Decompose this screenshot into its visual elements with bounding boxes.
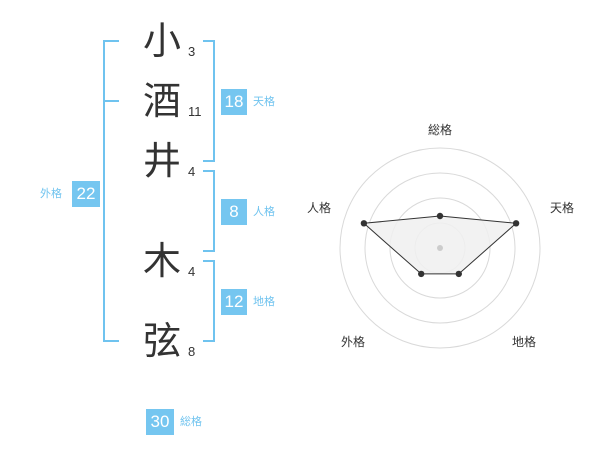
stroke-count-2: 11 [188,104,202,119]
chikaku-label: 地格 [253,295,275,308]
radar-polygon [362,215,518,275]
radar-point [360,220,368,227]
radar-points [360,212,520,278]
name-char-2: 酒 [142,79,181,123]
name-char-5: 弦 [142,319,181,363]
soukaku-label: 総格 [180,415,202,428]
jinkaku-bracket [203,170,215,252]
tenkaku-bracket [203,40,215,162]
radar-point [436,212,444,220]
name-char-4: 木 [142,239,181,283]
gaikaku-bracket [103,40,119,342]
stroke-count-1: 3 [188,44,196,59]
gaikaku-label: 外格 [40,187,62,200]
radar-center-dot [437,245,443,251]
stroke-count-5: 8 [188,344,196,359]
tenkaku-label: 天格 [253,95,275,108]
name-char-1: 小 [142,19,181,63]
tenkaku-value: 18 [221,89,247,115]
gaikaku-value: 22 [72,181,100,207]
radar-axis-label-jinkaku: 人格 [307,200,331,215]
radar-axis-label-chikaku: 地格 [512,334,536,349]
jinkaku-value: 8 [221,199,247,225]
radar-axis-label-gaikaku: 外格 [341,334,365,349]
stroke-count-3: 4 [188,164,196,179]
radar-point [512,220,520,227]
jinkaku-label: 人格 [253,205,275,218]
stroke-count-4: 4 [188,264,196,279]
radar-point [455,270,462,278]
chikaku-value: 12 [221,289,247,315]
soukaku-value: 30 [146,409,174,435]
radar-rings [339,147,541,349]
radar-axis-label-tenkaku: 天格 [550,200,574,215]
radar-axis-label-soukaku: 総格 [428,122,452,137]
radar-point [418,270,425,278]
radar-ring [364,172,516,324]
gaikaku-bracket-tick [105,100,119,102]
radar-ring [339,147,541,349]
chikaku-bracket [203,260,215,342]
radar-ring [389,197,491,299]
name-char-3: 井 [142,139,181,183]
